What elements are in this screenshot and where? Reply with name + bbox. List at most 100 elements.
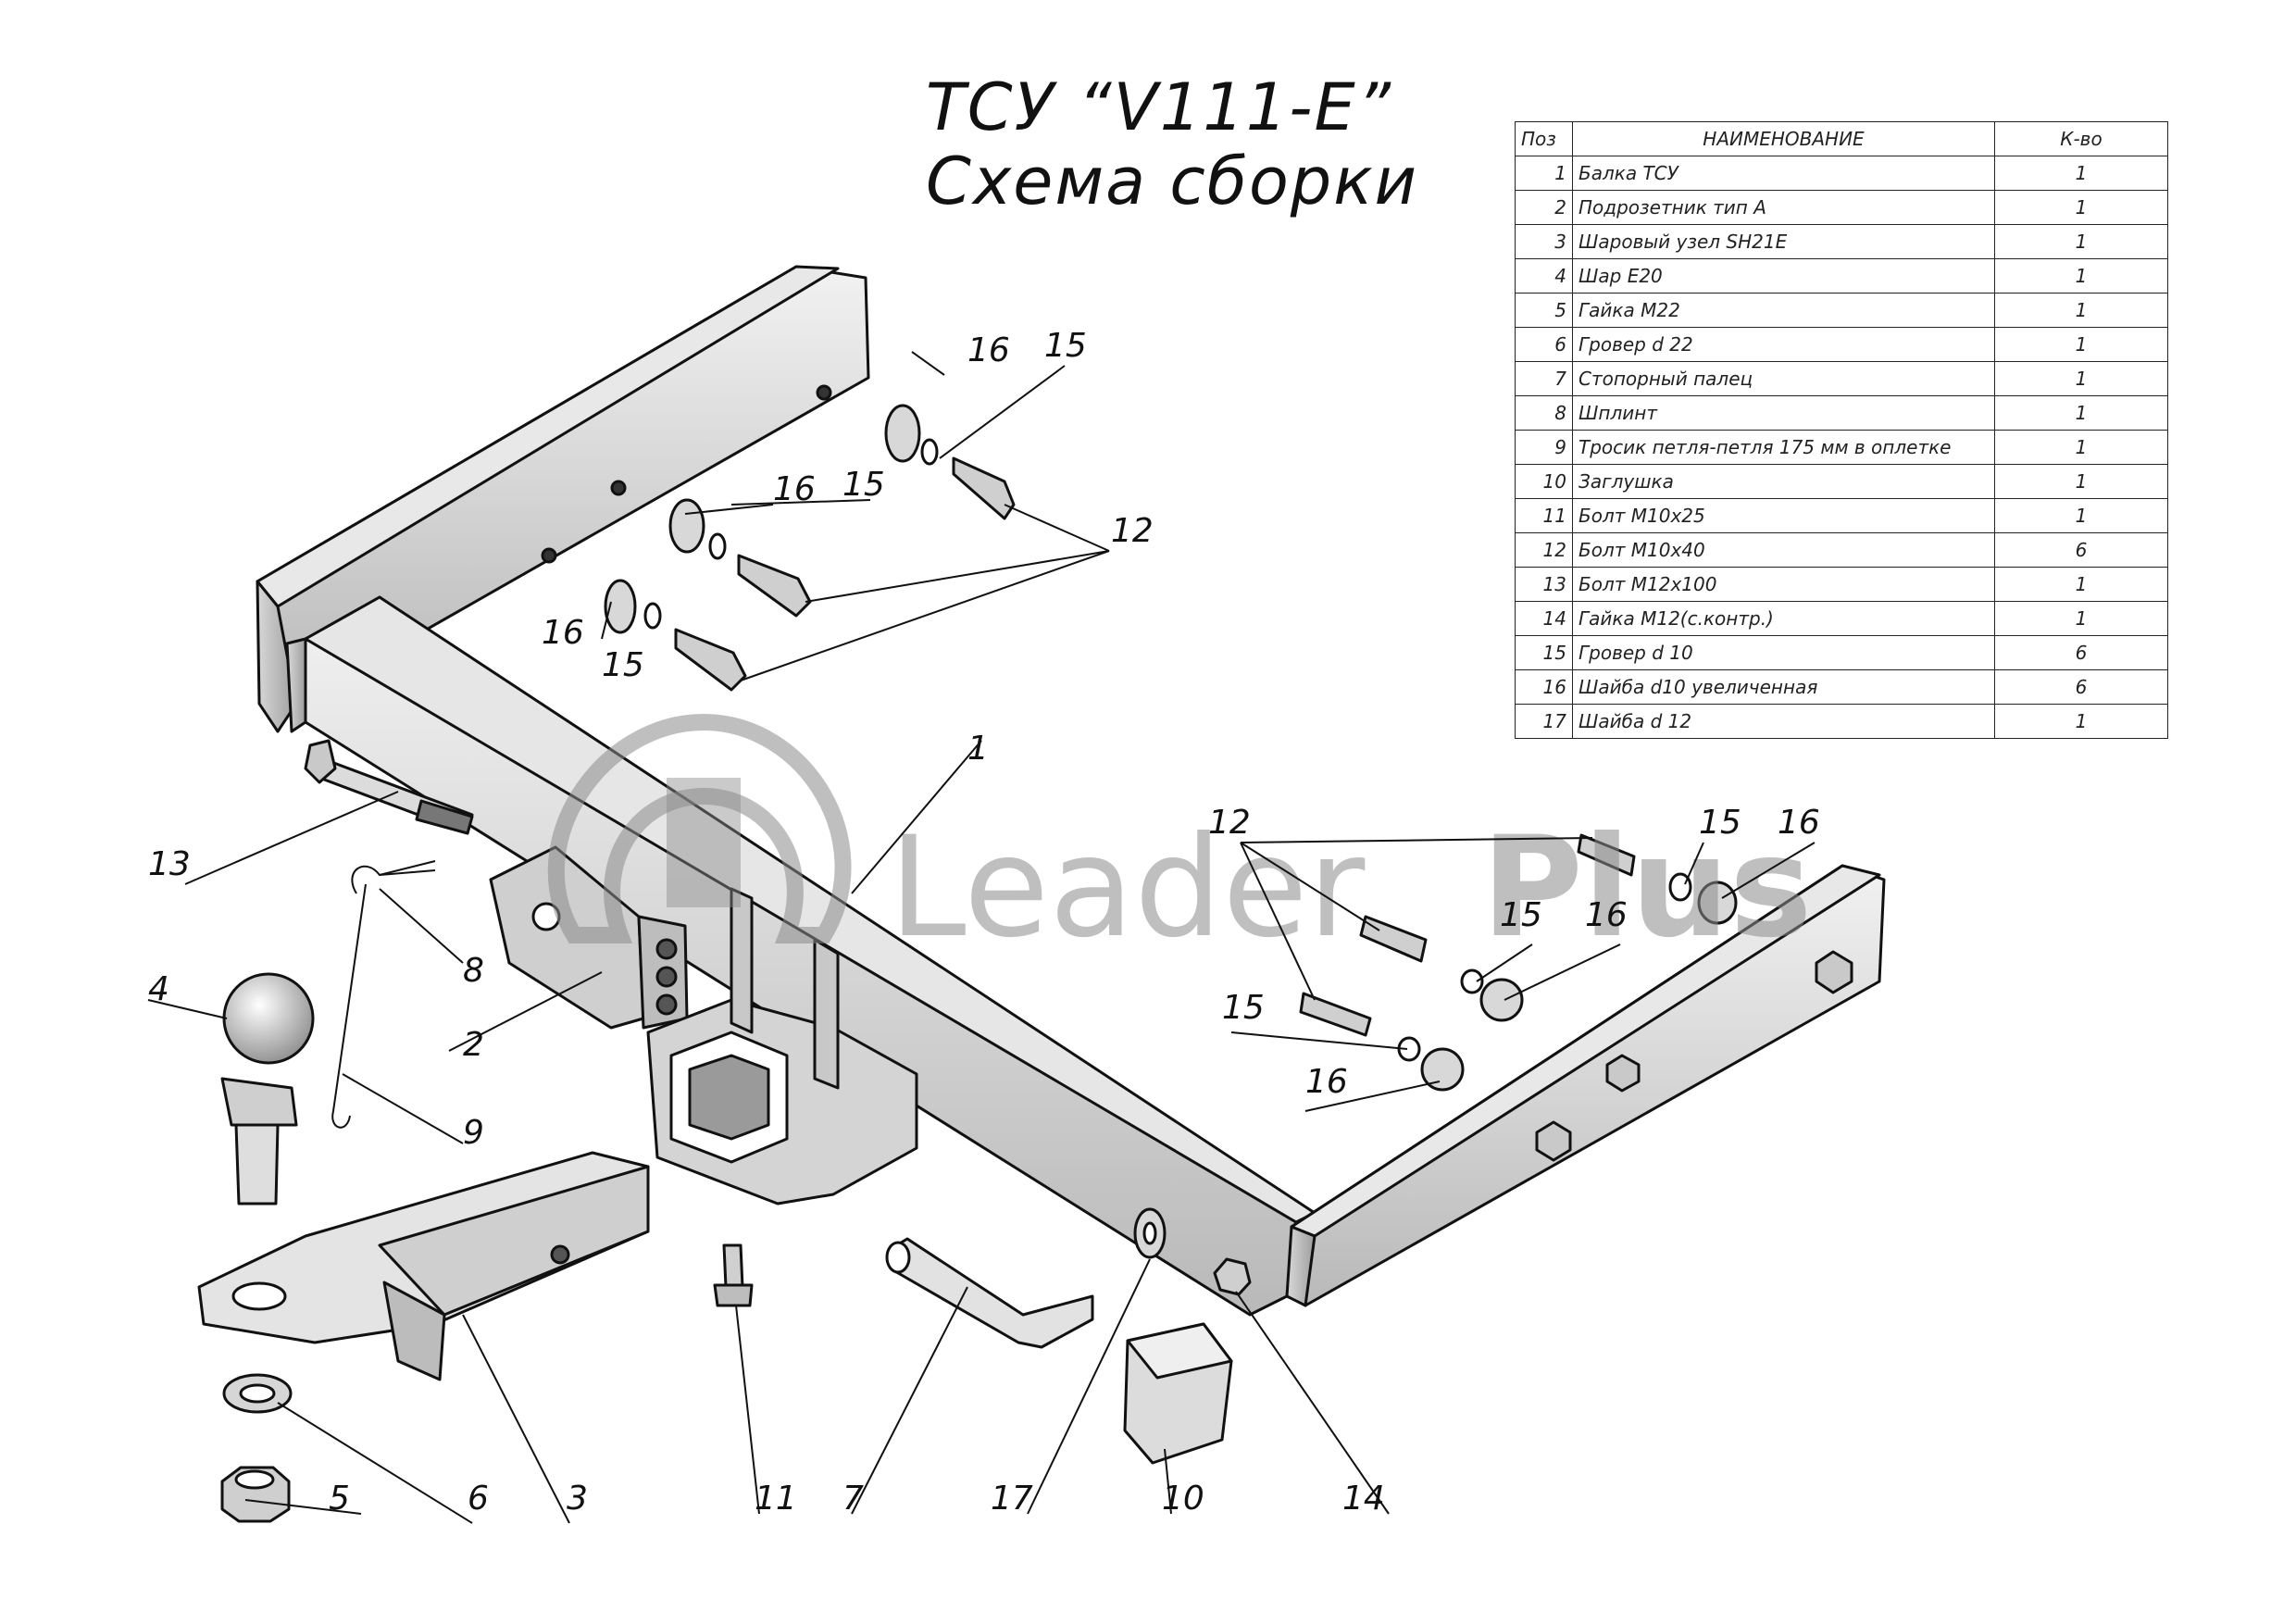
tow-ball — [220, 972, 315, 1206]
callout-15: 15 — [1699, 804, 1741, 842]
cell-name: Шар Е20 — [1572, 258, 1995, 294]
cell-pos: 8 — [1515, 395, 1573, 431]
cell-name: Заглушка — [1572, 464, 1995, 499]
cell-qty: 1 — [1994, 430, 2168, 465]
callout-12: 12 — [1111, 512, 1154, 550]
callout-15: 15 — [602, 646, 644, 684]
callout-15: 15 — [842, 466, 885, 504]
header-qty: К-во — [1994, 121, 2168, 156]
cell-name: Стопорный палец — [1572, 361, 1995, 396]
callout-12: 12 — [1208, 804, 1251, 842]
cell-qty: 1 — [1994, 224, 2168, 259]
right-mounting-bracket — [1285, 864, 1886, 1307]
bolt-group-upper-left — [604, 404, 1016, 692]
receiver-box — [646, 887, 918, 1206]
header-pos: Поз — [1515, 121, 1573, 156]
left-mounting-bracket — [256, 265, 870, 733]
cell-name: Болт М10х40 — [1572, 532, 1995, 568]
callouts: 16 15 16 15 12 16 15 1 13 8 4 2 9 5 6 3 … — [148, 327, 1820, 1518]
cell-qty: 1 — [1994, 327, 2168, 362]
cell-pos: 11 — [1515, 498, 1573, 533]
ball-mount-arm — [197, 1151, 650, 1381]
cell-pos: 16 — [1515, 669, 1573, 705]
cell-qty: 1 — [1994, 361, 2168, 396]
cell-name: Шплинт — [1572, 395, 1995, 431]
watermark-text: Leader — [889, 807, 1366, 968]
callout-13: 13 — [148, 845, 191, 883]
callout-16: 16 — [1305, 1063, 1348, 1101]
cell-name: Балка ТСУ — [1572, 156, 1995, 191]
cell-qty: 1 — [1994, 156, 2168, 191]
cell-qty: 6 — [1994, 532, 2168, 568]
bolt-m10x25 — [713, 1243, 754, 1307]
callout-16: 16 — [1585, 896, 1628, 934]
callout-15: 15 — [1500, 896, 1542, 934]
cell-qty: 1 — [1994, 395, 2168, 431]
cell-qty: 1 — [1994, 464, 2168, 499]
bolt-group-right — [1299, 833, 1738, 1092]
parts-table-header: Поз НАИМЕНОВАНИЕ К-во — [1515, 121, 2168, 156]
cell-name: Шайба d 12 — [1572, 704, 1995, 739]
cell-name: Гровер d 22 — [1572, 327, 1995, 362]
cell-pos: 5 — [1515, 293, 1573, 328]
cell-pos: 2 — [1515, 190, 1573, 225]
cell-name: Болт М10х25 — [1572, 498, 1995, 533]
callout-1: 1 — [967, 730, 989, 768]
callout-9: 9 — [463, 1114, 484, 1152]
watermark: Leader Plus — [547, 713, 1812, 968]
cell-name: Шаровый узел SH21E — [1572, 224, 1995, 259]
callout-14: 14 — [1342, 1480, 1385, 1518]
leader-lines — [147, 351, 1816, 1524]
cotter-pin — [351, 860, 436, 894]
locking-pin — [885, 1237, 1094, 1349]
callout-5: 5 — [329, 1480, 350, 1518]
callout-16: 16 — [1778, 804, 1820, 842]
callout-11: 11 — [755, 1480, 797, 1518]
grover-washer-22 — [222, 1373, 293, 1414]
callout-2: 2 — [463, 1026, 484, 1064]
callout-16: 16 — [542, 614, 584, 652]
callout-7: 7 — [842, 1480, 864, 1518]
cell-name: Гровер d 10 — [1572, 635, 1995, 670]
cell-qty: 1 — [1994, 567, 2168, 602]
cell-name: Подрозетник тип А — [1572, 190, 1995, 225]
cell-qty: 1 — [1994, 258, 2168, 294]
cell-pos: 1 — [1515, 156, 1573, 191]
wire-loop — [331, 883, 367, 1129]
header-name: НАИМЕНОВАНИЕ — [1572, 121, 1995, 156]
callout-10: 10 — [1162, 1480, 1204, 1518]
cell-pos: 6 — [1515, 327, 1573, 362]
cell-name: Гайка М12(с.контр.) — [1572, 601, 1995, 636]
washer-d12 — [1133, 1207, 1167, 1259]
cell-pos: 17 — [1515, 704, 1573, 739]
callout-15: 15 — [1044, 327, 1087, 365]
nut-m12 — [1213, 1257, 1252, 1296]
callout-4: 4 — [148, 970, 169, 1008]
cell-qty: 1 — [1994, 498, 2168, 533]
cell-qty: 6 — [1994, 669, 2168, 705]
cell-qty: 1 — [1994, 293, 2168, 328]
callout-16: 16 — [773, 470, 816, 508]
callout-16: 16 — [967, 331, 1010, 369]
callout-8: 8 — [463, 952, 484, 990]
cell-pos: 10 — [1515, 464, 1573, 499]
callout-6: 6 — [468, 1480, 489, 1518]
cell-qty: 1 — [1994, 601, 2168, 636]
nut-m22 — [220, 1466, 291, 1523]
cell-pos: 9 — [1515, 430, 1573, 465]
